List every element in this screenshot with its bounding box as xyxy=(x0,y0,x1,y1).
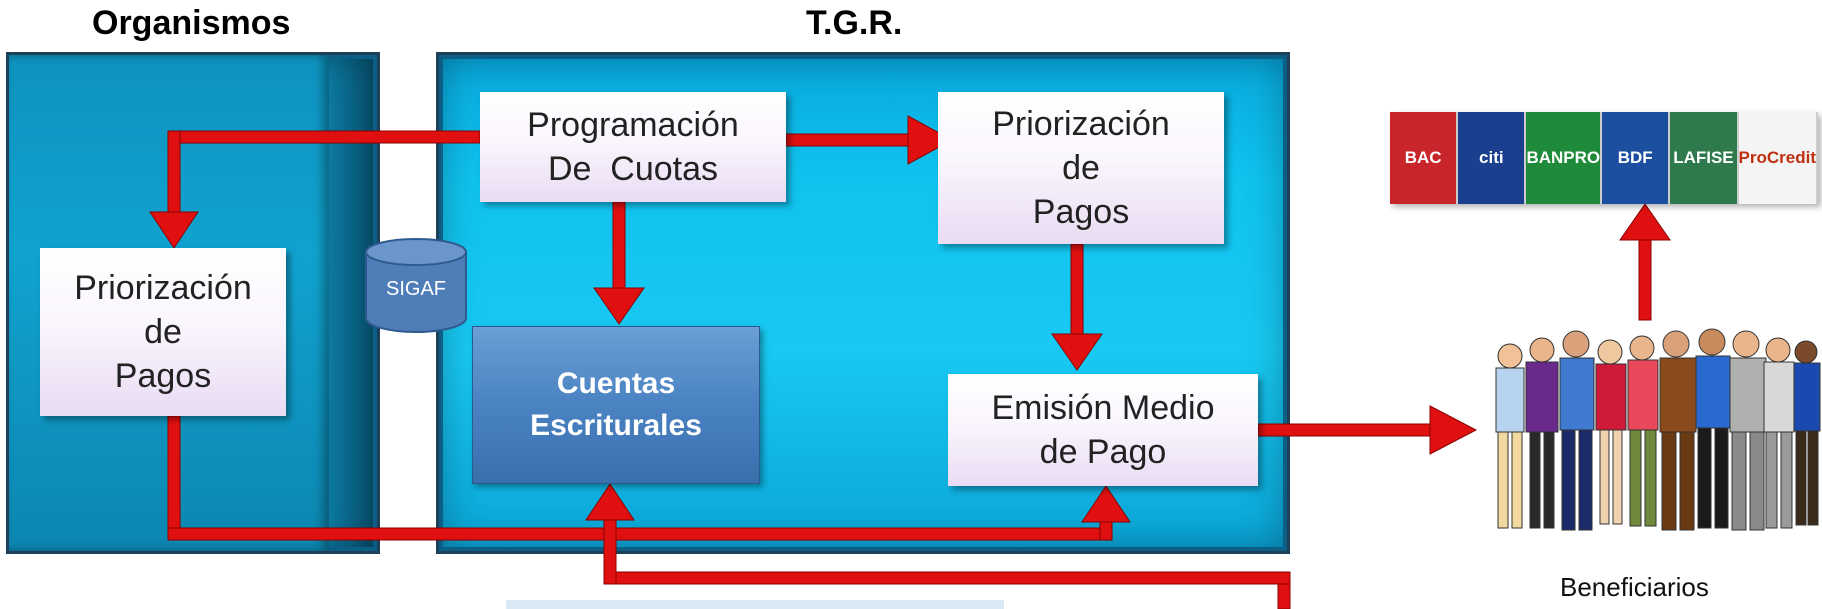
arrow-prio-to-emision-shaft xyxy=(1070,243,1084,339)
organismos-header: Organismos xyxy=(92,4,291,42)
priorizacion-tgr-line1: Priorización xyxy=(992,105,1170,143)
arrow-org-to-emision-h xyxy=(167,527,1113,541)
cuentas-escriturales-box: Cuentas Escriturales xyxy=(472,326,760,484)
arrow-benef-to-banks-head xyxy=(1619,203,1671,241)
priorizacion-org-line3: Pagos xyxy=(114,357,212,395)
bank-logo-procredit: ProCredit xyxy=(1738,112,1819,204)
arrow-org-to-emision-up xyxy=(1099,519,1113,541)
programacion-cuotas-box: Programación De Cuotas xyxy=(480,92,786,202)
programacion-line1: Programación xyxy=(527,106,739,144)
priorizacion-tgr-line2: de xyxy=(1062,149,1100,187)
arrow-prog-to-org-h xyxy=(167,130,481,144)
arrow-prog-to-org-head xyxy=(149,211,199,249)
cuentas-line1: Cuentas xyxy=(556,367,676,400)
bank-logo-bdf: BDF xyxy=(1602,112,1671,204)
beneficiarios-label: Beneficiarios xyxy=(1560,572,1709,602)
arrow-return-head xyxy=(585,483,635,521)
bank-logo-citi: citi xyxy=(1458,112,1527,204)
priorizacion-pagos-tgr-box: Priorización de Pagos xyxy=(938,92,1224,244)
emision-line1: Emisión Medio xyxy=(991,389,1215,427)
emision-medio-pago-box: Emisión Medio de Pago xyxy=(948,374,1258,486)
arrow-emision-to-benef-shaft xyxy=(1257,423,1435,437)
sigaf-database-icon xyxy=(365,238,467,333)
sigaf-label: SIGAF xyxy=(385,278,446,300)
cuentas-line2: Escriturales xyxy=(530,409,702,442)
arrow-org-to-emision-v xyxy=(167,415,181,541)
bank-logo-bac: BAC xyxy=(1390,112,1459,204)
bank-logo-lafise: LAFISE xyxy=(1670,112,1739,204)
priorizacion-tgr-line3: Pagos xyxy=(1032,193,1130,231)
arrow-prog-to-cuentas-shaft xyxy=(612,201,626,293)
programacion-line2: De Cuotas xyxy=(547,150,719,188)
priorizacion-org-line2: de xyxy=(144,313,182,351)
arrow-emision-to-benef-head xyxy=(1429,405,1478,455)
arrow-return-v-left xyxy=(603,517,617,585)
arrow-prog-to-org-v xyxy=(167,130,181,216)
arrow-prio-to-emision-head xyxy=(1051,333,1103,371)
emision-line2: de Pago xyxy=(1039,433,1167,471)
bottom-decorative-strip xyxy=(506,600,1004,609)
priorizacion-pagos-organismos-box: Priorización de Pagos xyxy=(40,248,286,416)
arrow-org-to-emision-head xyxy=(1081,485,1131,523)
arrow-benef-to-banks-shaft xyxy=(1638,235,1652,321)
arrow-return-h xyxy=(603,571,1291,585)
tgr-header: T.G.R. xyxy=(806,4,903,42)
beneficiarios-people-icon xyxy=(1495,328,1821,531)
arrow-prog-to-cuentas-head xyxy=(593,287,645,325)
arrow-prog-to-prio-shaft xyxy=(785,133,913,147)
priorizacion-org-line1: Priorización xyxy=(74,269,252,307)
bank-logo-banpro: BANPRO xyxy=(1526,112,1603,204)
arrow-prog-to-prio-head xyxy=(907,115,954,165)
